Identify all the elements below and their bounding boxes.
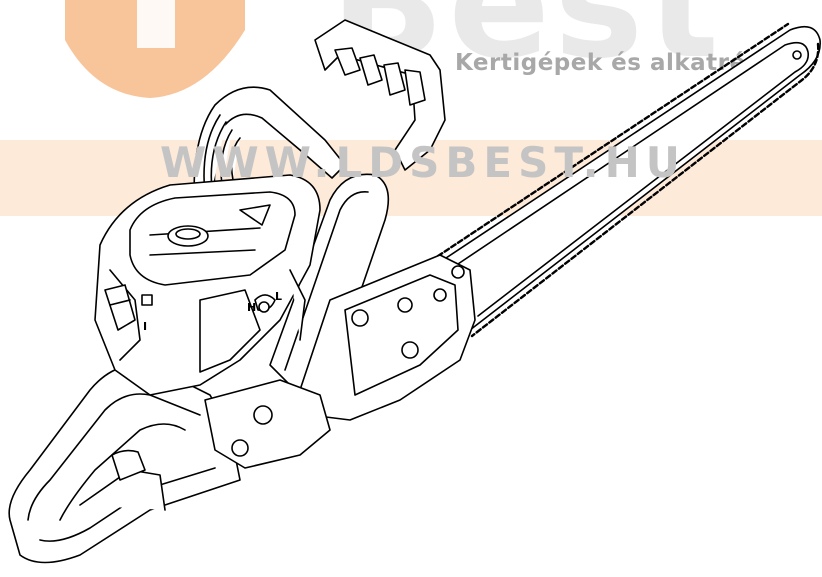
carb-low-mark: L bbox=[275, 290, 282, 303]
logo-mark-icon bbox=[65, 0, 245, 98]
clutch-cover bbox=[299, 254, 476, 421]
chain-brake-guard bbox=[314, 19, 446, 171]
base-plate bbox=[204, 379, 331, 469]
control-switch bbox=[104, 284, 153, 331]
rear-handle bbox=[8, 363, 241, 564]
switch-on-mark: I bbox=[143, 320, 147, 333]
carb-high-mark: H bbox=[247, 301, 256, 314]
watermark-url: WWW.LDSBEST.HU bbox=[160, 138, 686, 187]
guide-bar bbox=[439, 25, 821, 331]
saw-chain bbox=[436, 22, 820, 338]
